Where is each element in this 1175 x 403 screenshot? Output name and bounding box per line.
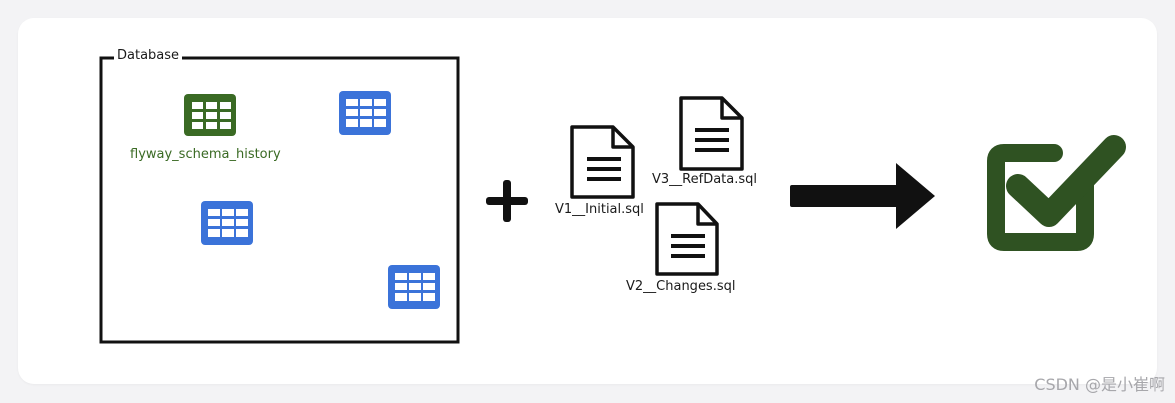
database-container (99, 56, 460, 344)
file-label-v1: V1__Initial.sql (555, 202, 644, 217)
table-icon (388, 265, 440, 309)
file-icon-v1 (570, 125, 635, 199)
file-icon-v2 (655, 202, 719, 276)
file-label-v2: V2__Changes.sql (626, 279, 736, 294)
table-icon (201, 201, 253, 245)
schema-history-table-icon (184, 94, 236, 136)
check-square-icon (987, 135, 1126, 251)
arrow-right-icon (790, 163, 935, 229)
database-title: Database (114, 49, 183, 62)
watermark: CSDN @是小崔啊 (1034, 375, 1165, 394)
file-icon-v3 (679, 96, 744, 171)
plus-icon (486, 180, 528, 222)
file-label-v3: V3__RefData.sql (652, 172, 757, 187)
schema-history-label: flyway_schema_history (130, 147, 281, 162)
table-icon (339, 91, 391, 135)
